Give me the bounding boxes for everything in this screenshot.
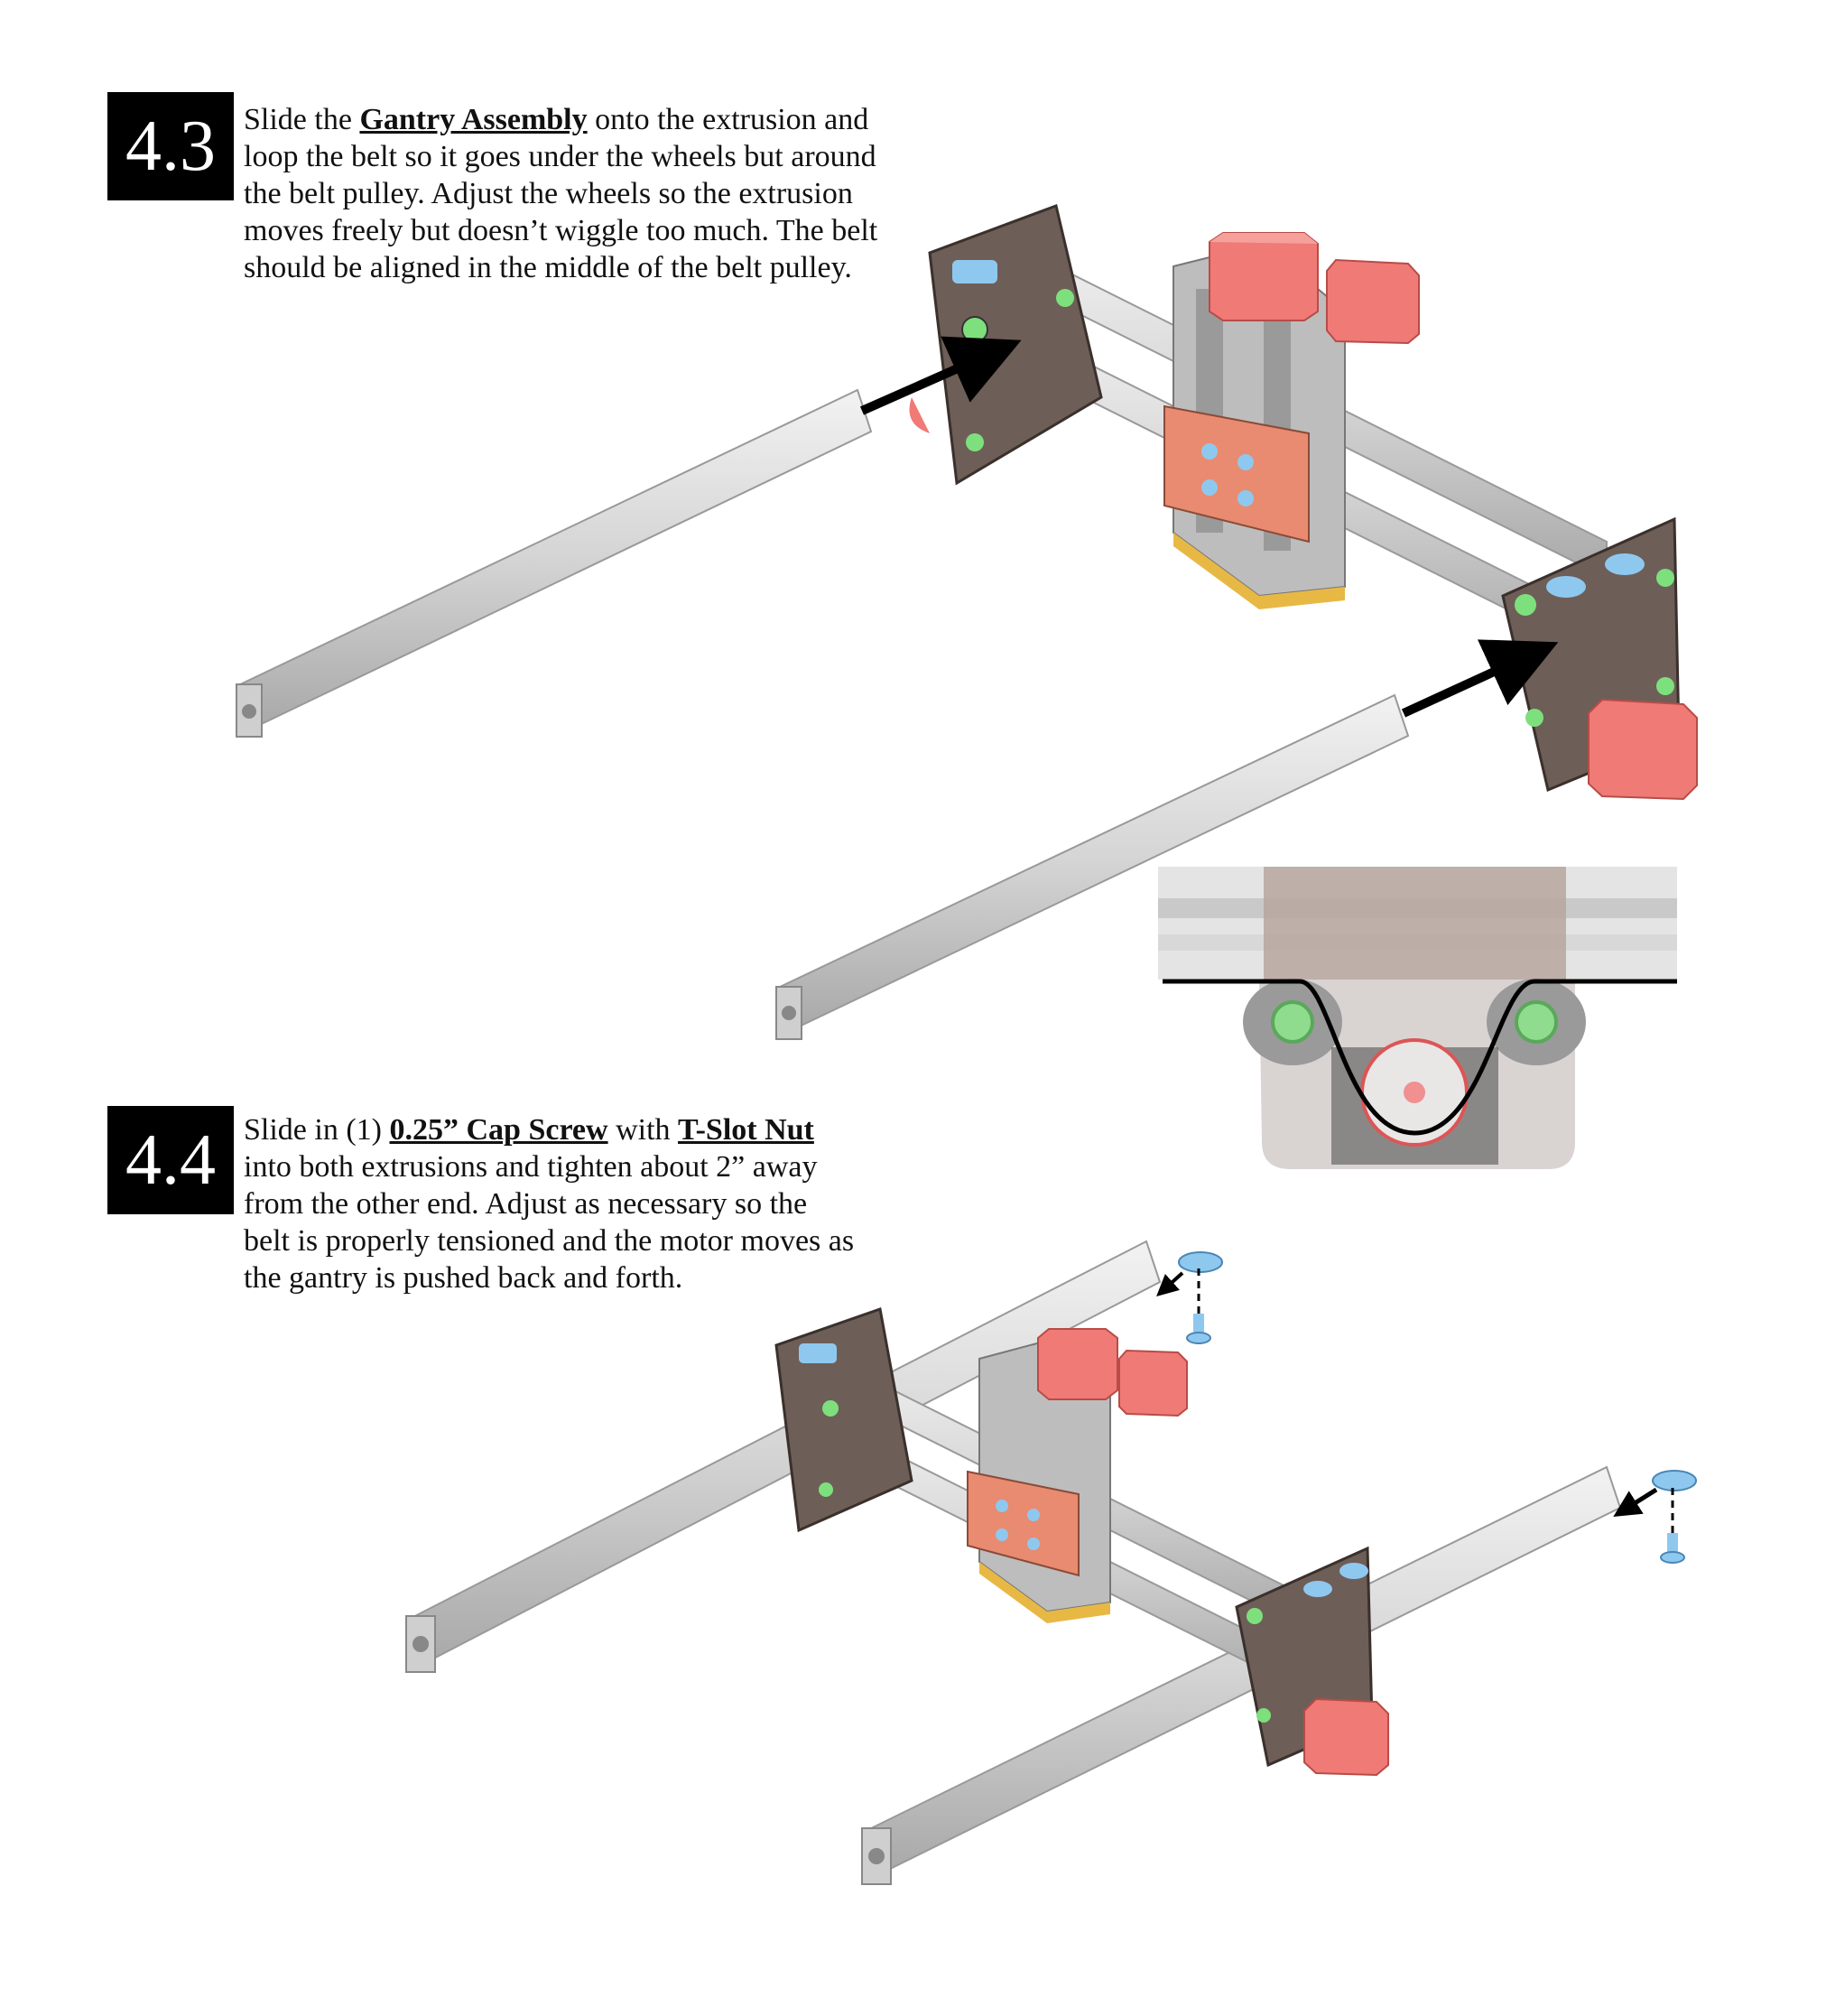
step-4-3-text-start: Slide the xyxy=(244,103,360,136)
step-4-4-text-start: Slide in (1) xyxy=(244,1113,390,1147)
t-slot-nut-part-name: T-Slot Nut xyxy=(678,1113,814,1147)
step-4-4-badge: 4.4 xyxy=(107,1106,234,1214)
gantry-assembly-part-name: Gantry Assembly xyxy=(359,103,588,136)
step-4-4-text-rest: into both extrusions and tighten about 2… xyxy=(244,1150,855,1295)
step-4-4-number: 4.4 xyxy=(125,1120,216,1200)
cap-screw-part-name: 0.25” Cap Screw xyxy=(389,1113,608,1147)
belt-path xyxy=(1163,979,1677,1136)
step-4-3-illustration xyxy=(235,204,1698,1040)
step-4-4-illustration xyxy=(404,1240,1697,1885)
cap-screw-tnut-right xyxy=(1613,1470,1697,1564)
cap-screw-tnut-left xyxy=(1156,1251,1223,1344)
step-4-4-carriage xyxy=(967,1328,1188,1623)
left-end-plate xyxy=(909,204,1103,486)
insert-arrow-right xyxy=(1401,639,1559,718)
insert-arrow-left xyxy=(859,336,1022,415)
right-end-plate xyxy=(1501,516,1698,801)
step-4-3-instructions: Slide the Gantry Assembly onto the extru… xyxy=(244,101,921,286)
z-carriage xyxy=(1163,242,1346,609)
loose-extrusion-left xyxy=(235,388,873,739)
step-4-3-badge: 4.3 xyxy=(107,92,234,200)
gantry-motors xyxy=(1209,232,1420,345)
belt-detail-inset xyxy=(1158,867,1677,1169)
step-4-4-instructions: Slide in (1) 0.25” Cap Screw with T-Slot… xyxy=(244,1111,857,1296)
step-4-3-number: 4.3 xyxy=(125,107,216,186)
step-4-4-left-plate xyxy=(774,1307,913,1533)
step-4-4-text-mid: with xyxy=(607,1113,679,1147)
loose-extrusion-right xyxy=(774,693,1410,1040)
step-4-4-right-plate xyxy=(1235,1546,1389,1777)
step-4-3-text-rest: onto the extrusion and loop the belt so … xyxy=(244,103,878,284)
